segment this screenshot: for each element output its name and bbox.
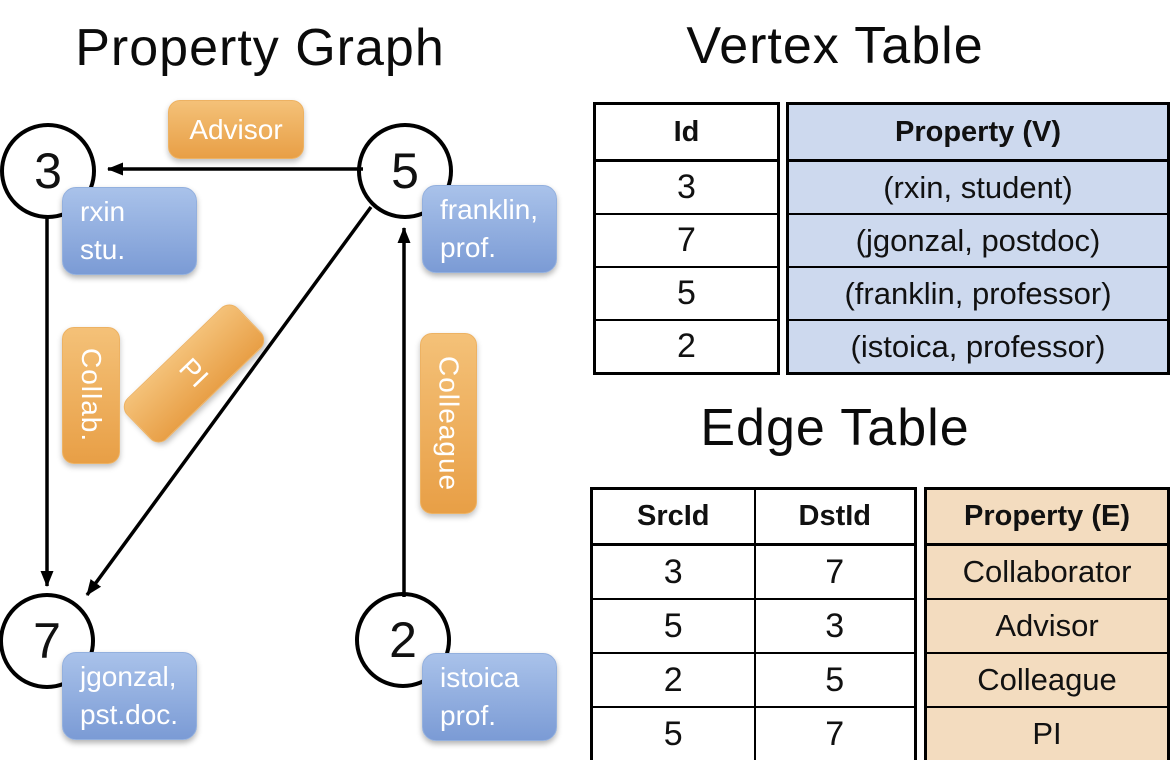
edge-label-text: Collab. — [76, 348, 107, 443]
vertex-table-cell-property: (istoica, professor) — [789, 319, 1167, 372]
vertex-label-line: prof. — [440, 699, 497, 731]
vertex-table-cell-property: (franklin, professor) — [789, 266, 1167, 319]
vertex-label-franklin: franklin, prof. — [422, 185, 557, 273]
edge-table-cell-srcid: 5 — [593, 706, 754, 760]
edge-label-advisor: Advisor — [168, 100, 304, 159]
edge-label-pi: PI — [118, 299, 270, 448]
edge-table-cell-property: Collaborator — [927, 544, 1167, 598]
vertex-label-line: franklin, — [440, 194, 539, 225]
vertex-table-cell-property: (jgonzal, postdoc) — [789, 213, 1167, 266]
edge-table-cell-property: Advisor — [927, 598, 1167, 652]
edge-label-colleague: Colleague — [420, 333, 477, 514]
vertex-table-cell-id: 2 — [596, 319, 777, 372]
edge-table-cell-dstid: 5 — [753, 652, 914, 706]
vertex-label-line: istoica — [440, 662, 520, 693]
vertex-label-line: prof. — [440, 231, 497, 263]
property-graph-title: Property Graph — [75, 19, 445, 77]
edge-table-cell-dstid: 7 — [753, 544, 914, 598]
vertex-table-cell-id: 3 — [596, 160, 777, 213]
vertex-label-line: stu. — [80, 233, 126, 265]
edge-table-cell-dstid: 3 — [753, 598, 914, 652]
edge-label-collab: Collab. — [62, 327, 120, 464]
edge-table-cell-srcid: 5 — [593, 598, 754, 652]
edge-table-cell-srcid: 3 — [593, 544, 754, 598]
graph-node-5: 5 — [357, 123, 453, 219]
vertex-table-cell-id: 5 — [596, 266, 777, 319]
vertex-label-istoica: istoica prof. — [422, 653, 557, 741]
vertex-label-jgonzal: jgonzal, pst.doc. — [62, 652, 197, 740]
edge-table-header-dstid: DstId — [753, 490, 914, 544]
vertex-label-line: rxin — [80, 196, 126, 227]
edge-table-cell-dstid: 7 — [753, 706, 914, 760]
edge-table-cell-srcid: 2 — [593, 652, 754, 706]
edge-table-header-srcid: SrcId — [593, 490, 754, 544]
vertex-table-cell-property: (rxin, student) — [789, 160, 1167, 213]
vertex-table-cell-id: 7 — [596, 213, 777, 266]
edge-label-text: PI — [173, 352, 216, 395]
edge-table-header-property: Property (E) — [927, 490, 1167, 544]
vertex-table-title: Vertex Table — [686, 17, 984, 75]
vertex-table-header-id: Id — [596, 105, 777, 160]
edge-label-text: Advisor — [189, 113, 283, 145]
vertex-table-prop-col: Property (V)(rxin, student)(jgonzal, pos… — [786, 102, 1170, 375]
vertex-label-line: pst.doc. — [80, 698, 179, 730]
edge-table-cell-property: PI — [927, 706, 1167, 760]
edge-table-cell-property: Colleague — [927, 652, 1167, 706]
vertex-label-line: jgonzal, — [80, 661, 177, 692]
vertex-table-header-property: Property (V) — [789, 105, 1167, 160]
edge-label-text: Colleague — [433, 355, 465, 492]
vertex-label-rxin: rxin stu. — [62, 187, 197, 275]
edge-table-title: Edge Table — [700, 399, 970, 457]
graph-node-3: 3 — [0, 123, 96, 219]
